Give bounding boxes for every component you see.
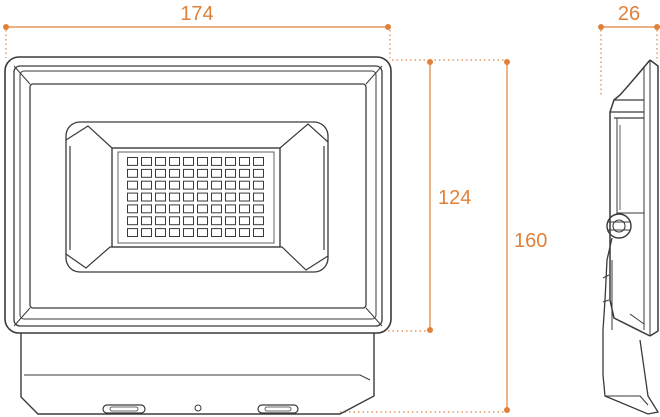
depth-label: 26 bbox=[618, 3, 640, 25]
side-knob bbox=[606, 213, 632, 239]
led-chip bbox=[239, 216, 250, 226]
reflector-outer bbox=[65, 121, 329, 273]
housing-outer bbox=[4, 56, 392, 334]
led-chip bbox=[211, 216, 222, 226]
housing-bevel bbox=[13, 65, 383, 327]
led-chip bbox=[197, 216, 208, 226]
glass-area bbox=[29, 83, 367, 309]
led-chip bbox=[211, 204, 222, 214]
led-chip bbox=[141, 168, 152, 178]
led-chip bbox=[253, 204, 264, 214]
led-chip bbox=[225, 168, 236, 178]
led-chip bbox=[253, 180, 264, 190]
led-chip bbox=[127, 157, 138, 166]
side-view bbox=[602, 59, 660, 415]
led-chip bbox=[155, 192, 166, 202]
led-chip bbox=[253, 192, 264, 202]
led-chip bbox=[141, 204, 152, 214]
led-chip bbox=[183, 228, 194, 238]
led-chip bbox=[225, 192, 236, 202]
led-chip bbox=[197, 228, 208, 238]
led-chip bbox=[253, 228, 264, 238]
panel-height-label: 124 bbox=[438, 187, 471, 209]
panel-height-dimension: 124 bbox=[388, 59, 471, 333]
led-chip bbox=[239, 168, 250, 178]
led-chip bbox=[239, 192, 250, 202]
led-chip bbox=[253, 168, 264, 178]
led-chip bbox=[169, 157, 180, 166]
led-chip bbox=[183, 157, 194, 166]
led-chip bbox=[127, 192, 138, 202]
led-chip bbox=[225, 204, 236, 214]
width-label: 174 bbox=[180, 3, 213, 25]
led-chip bbox=[225, 228, 236, 238]
led-chip bbox=[239, 228, 250, 238]
led-chip bbox=[127, 216, 138, 226]
led-chip bbox=[127, 204, 138, 214]
led-chip bbox=[141, 157, 152, 166]
led-board bbox=[111, 147, 281, 248]
led-chip bbox=[183, 180, 194, 190]
led-chip bbox=[197, 157, 208, 166]
led-chip bbox=[169, 180, 180, 190]
width-dimension: 174 bbox=[3, 3, 391, 58]
led-chip bbox=[197, 204, 208, 214]
led-chip bbox=[183, 168, 194, 178]
led-chip bbox=[155, 168, 166, 178]
led-chip bbox=[225, 216, 236, 226]
housing-inner-rim bbox=[19, 70, 377, 320]
led-chip bbox=[141, 228, 152, 238]
led-chip bbox=[239, 180, 250, 190]
led-chip bbox=[183, 192, 194, 202]
led-chip bbox=[197, 180, 208, 190]
bracket-slot-right bbox=[257, 404, 299, 414]
led-chip bbox=[127, 228, 138, 238]
led-chip bbox=[253, 157, 264, 166]
led-chip bbox=[211, 192, 222, 202]
led-chip bbox=[169, 204, 180, 214]
led-chip bbox=[155, 204, 166, 214]
led-chip bbox=[239, 204, 250, 214]
led-chip bbox=[169, 228, 180, 238]
led-chip bbox=[183, 204, 194, 214]
led-chip bbox=[225, 157, 236, 166]
bracket-slot-left bbox=[102, 404, 146, 414]
led-chip bbox=[211, 168, 222, 178]
led-chip bbox=[197, 168, 208, 178]
led-chip bbox=[183, 216, 194, 226]
led-chip bbox=[169, 192, 180, 202]
led-chip bbox=[169, 168, 180, 178]
depth-dimension: 26 bbox=[598, 3, 660, 95]
total-height-dimension: 160 bbox=[340, 59, 547, 413]
led-chip bbox=[155, 157, 166, 166]
led-chip bbox=[141, 216, 152, 226]
led-chip bbox=[253, 216, 264, 226]
led-chip bbox=[155, 216, 166, 226]
led-chip bbox=[211, 157, 222, 166]
led-grid bbox=[127, 157, 264, 238]
led-chip bbox=[127, 180, 138, 190]
led-chip bbox=[225, 180, 236, 190]
led-chip bbox=[155, 228, 166, 238]
led-chip bbox=[127, 168, 138, 178]
led-chip bbox=[197, 192, 208, 202]
led-chip bbox=[141, 192, 152, 202]
led-chip bbox=[141, 180, 152, 190]
mounting-bracket bbox=[20, 333, 375, 415]
led-chip bbox=[211, 228, 222, 238]
led-chip bbox=[155, 180, 166, 190]
led-chip bbox=[169, 216, 180, 226]
led-chip bbox=[239, 157, 250, 166]
total-height-label: 160 bbox=[514, 230, 547, 252]
bracket-hole bbox=[194, 404, 202, 412]
led-chip bbox=[211, 180, 222, 190]
front-view bbox=[4, 56, 392, 415]
